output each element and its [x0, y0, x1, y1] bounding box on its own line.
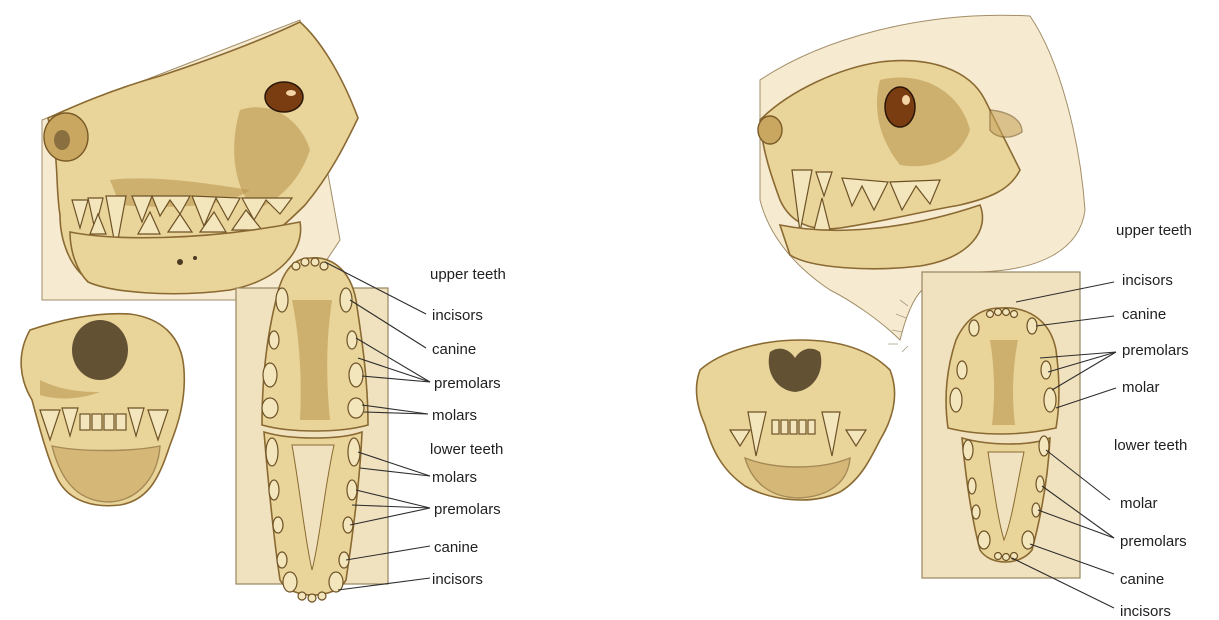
cat-label-upper-molar: molar: [1122, 379, 1160, 396]
dog-upper-teeth-heading: upper teeth: [430, 266, 506, 283]
dog-label-lower-canine: canine: [434, 539, 478, 556]
dog-label-upper-canine: canine: [432, 341, 476, 358]
dog-labels: upper teeth incisors canine premolars mo…: [430, 266, 506, 588]
dog-label-lower-molars: molars: [432, 469, 477, 486]
cat-illustration: [697, 15, 1116, 608]
dog-skull-frontal: [21, 314, 184, 506]
cat-upper-teeth-heading: upper teeth: [1116, 222, 1192, 239]
dog-label-lower-incisors: incisors: [432, 571, 483, 588]
cat-dental-plate: [922, 272, 1080, 578]
cat-skull-frontal: [697, 340, 895, 500]
dog-nasal-cavity-icon: [72, 320, 128, 380]
dog-illustration: [21, 20, 430, 602]
cat-label-upper-premolars: premolars: [1122, 342, 1189, 359]
cat-label-upper-incisors: incisors: [1122, 272, 1173, 289]
cat-label-upper-canine: canine: [1122, 306, 1166, 323]
cat-label-lower-premolars: premolars: [1120, 533, 1187, 550]
cat-label-lower-incisors: incisors: [1120, 603, 1171, 620]
dog-label-upper-molars: molars: [432, 407, 477, 424]
dog-label-upper-incisors: incisors: [432, 307, 483, 324]
cat-nose-icon: [758, 116, 782, 144]
dog-label-lower-premolars: premolars: [434, 501, 501, 518]
dog-label-upper-premolars: premolars: [434, 375, 501, 392]
dog-lower-teeth-heading: lower teeth: [430, 441, 503, 458]
cat-lower-teeth-heading: lower teeth: [1114, 437, 1187, 454]
cat-label-lower-canine: canine: [1120, 571, 1164, 588]
cat-label-lower-molar: molar: [1120, 495, 1158, 512]
cat-eye-icon: [885, 87, 915, 127]
cat-labels: upper teeth incisors canine premolars mo…: [1114, 222, 1192, 620]
dog-eye-icon: [265, 82, 303, 112]
